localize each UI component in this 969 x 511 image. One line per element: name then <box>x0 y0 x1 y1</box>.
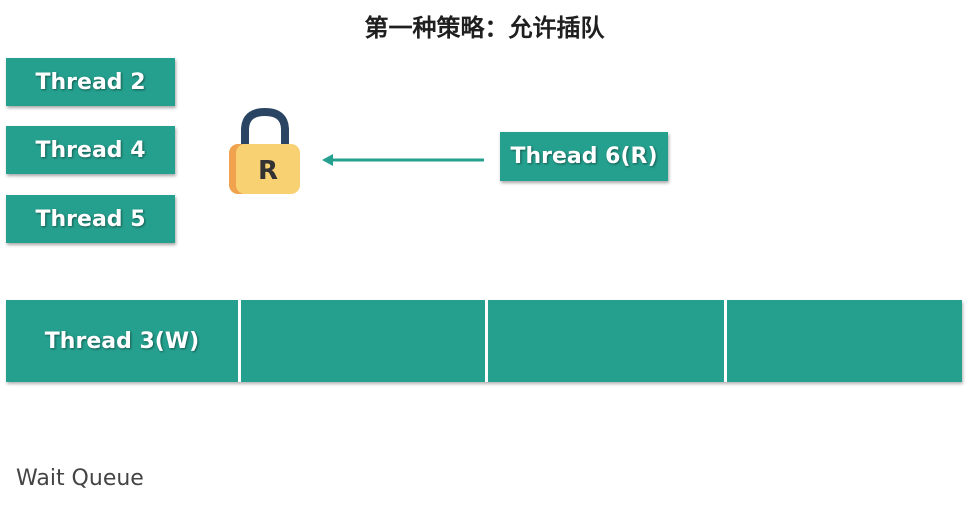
queue-cell-1: Thread 3(W) <box>6 300 238 382</box>
diagram-title: 第一种策略：允许插队 <box>364 14 605 42</box>
padlock-icon: R <box>229 108 300 194</box>
queue-cell-4 <box>724 300 962 382</box>
wait-queue-label: Wait Queue <box>16 466 144 491</box>
thread-6-label: Thread 6(R) <box>510 144 658 169</box>
thread-5-box: Thread 5 <box>6 195 175 243</box>
arrow-left-icon <box>322 154 484 166</box>
thread-4-box: Thread 4 <box>6 126 175 174</box>
thread-6-box: Thread 6(R) <box>500 132 668 181</box>
thread-2-label: Thread 2 <box>35 69 146 95</box>
thread-4-label: Thread 4 <box>35 137 146 163</box>
lock-letter: R <box>258 156 278 186</box>
queue-cell-3 <box>485 300 724 382</box>
thread-2-box: Thread 2 <box>6 58 175 106</box>
thread-5-label: Thread 5 <box>35 206 146 232</box>
queue-cell-2 <box>238 300 485 382</box>
wait-queue: Thread 3(W) <box>6 300 962 382</box>
